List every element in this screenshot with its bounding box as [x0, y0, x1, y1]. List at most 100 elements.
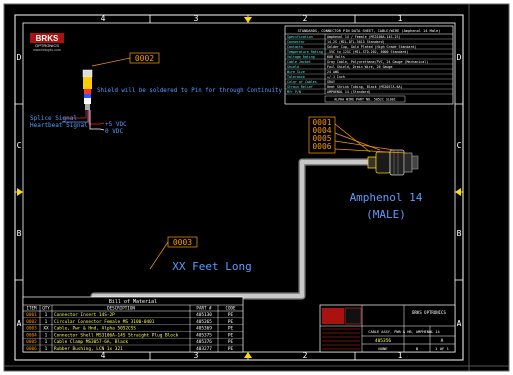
- spec-row-label: Wire Size: [287, 70, 305, 74]
- bom-description: Connector Shell MS3106A-14S Straight Plu…: [54, 332, 179, 338]
- spec-row-label: Mfr P/N: [287, 90, 301, 94]
- signal-wires: [62, 110, 105, 131]
- spec-row-value: -55C to 125C (MIL-STD-202, 6000 Standard…: [327, 50, 408, 54]
- zone-row-left-b: B: [17, 229, 22, 238]
- bom-header-part: PART #: [196, 306, 212, 311]
- logo-brand: BRKS: [36, 34, 59, 43]
- bom-title: Bill of Material: [109, 299, 157, 305]
- bom-item: 0002: [26, 319, 37, 325]
- spec-row-label: Strain Relief: [287, 85, 313, 89]
- spec-table-footnote: ALPHA WIRE PART NO. 5052C SL001: [334, 98, 396, 102]
- bom-qty: 1: [45, 339, 48, 345]
- sheet-border: [14, 14, 464, 361]
- spec-row-label: Color of Cables: [287, 80, 317, 84]
- bom-code: PE: [228, 332, 234, 338]
- title-block-rev: A: [441, 338, 444, 344]
- bom-header-qty: QTY: [42, 306, 50, 311]
- bom-header-item: ITEM: [26, 306, 37, 311]
- spec-row-label: Tolerance: [287, 75, 305, 79]
- company-logo: BRKS OPTRONICS www.brkopto.com: [30, 33, 64, 52]
- callout-0002-label: 0002: [135, 54, 154, 63]
- bom-code: PE: [228, 312, 234, 318]
- spec-row-label: Specification: [287, 35, 313, 39]
- zone-row-left-c: C: [17, 141, 22, 150]
- zone-row-left-a: A: [17, 319, 22, 328]
- bom-item: 0006: [26, 346, 37, 352]
- note-connector-gender: (MALE): [366, 208, 406, 221]
- callout-0001-label: 0001: [312, 118, 331, 127]
- spec-row-value: Gray Cable, Polyurethane/PVC, 24 Gauge (…: [327, 60, 428, 64]
- spec-row-value: GRAY: [327, 80, 335, 84]
- note-plus-vdc: +5 VDC: [105, 121, 127, 128]
- zone-row-right-b: B: [457, 229, 462, 238]
- title-block-sheet: 1 OF 1: [435, 346, 449, 351]
- spec-row-value: +/-1 Inch: [327, 75, 345, 79]
- zone-row-left-d: D: [17, 53, 22, 62]
- note-heartbeat-signal: Heartbeat Signal: [30, 122, 88, 129]
- bom-part: 403277: [196, 346, 212, 352]
- note-length: XX Feet Long: [172, 260, 251, 273]
- zone-col-bottom-3: 2: [303, 351, 308, 360]
- bom-part: 405375: [196, 332, 212, 338]
- zone-row-right-d: D: [457, 53, 462, 62]
- title-block-size: B: [416, 346, 419, 351]
- zone-labels: 4 3 2 1 4 3 2 1 D C B A D C B A: [17, 14, 462, 360]
- spec-row-label: Cable Jacket: [287, 60, 311, 64]
- bom-qty: 1: [45, 332, 48, 338]
- bom-description: Circular Connector Female MS 3100-0401: [54, 319, 155, 325]
- spec-table-title: STANDARDS, CONNECTOR PIN DATA SHEET, CAB…: [298, 29, 441, 33]
- zone-col-top-4: 1: [398, 14, 403, 23]
- bom-item: 0001: [26, 312, 37, 318]
- note-zero-vdc: 0 VDC: [105, 128, 123, 135]
- bom-qty: 1: [45, 346, 48, 352]
- bom-description: Connector Insert 14S-2P: [54, 312, 115, 318]
- spec-row-label: Connector: [287, 40, 305, 44]
- zone-col-bottom-4: 1: [398, 351, 403, 360]
- amphenol-connector: [367, 149, 419, 176]
- callout-0004-label: 0004: [312, 126, 331, 135]
- bom-qty: 1: [45, 319, 48, 325]
- bom-part: 405376: [196, 339, 212, 345]
- bom-code: PE: [228, 339, 234, 345]
- zone-col-top-1: 4: [101, 14, 106, 23]
- bom-description: Rubber Bushing, LCN 1x 321: [54, 346, 123, 352]
- callout-0003: 0003: [149, 236, 198, 270]
- bom-code: PE: [228, 319, 234, 325]
- logo-sub: OPTRONICS: [35, 43, 59, 48]
- spec-table: STANDARDS, CONNECTOR PIN DATA SHEET, CAB…: [284, 25, 454, 105]
- bom-qty: XX: [43, 326, 49, 332]
- spec-row-value: Heat Shrink Tubing, Black (MS3057A-6A): [327, 85, 402, 89]
- spec-row-label: Shield: [287, 65, 299, 69]
- title-block-scale: NONE: [378, 346, 388, 351]
- title-block-company: BRKS OPTRONICS: [412, 310, 446, 315]
- callout-0005-label: 0005: [312, 134, 331, 143]
- bom-part: 405365: [196, 319, 212, 325]
- callout-group-0001: 0001 0004 0005 0006: [308, 116, 407, 154]
- title-block: BRKS OPTRONICS CABLE ASSY, PWR & HB, AMP…: [319, 304, 456, 353]
- spec-row-value: 24 AWG: [327, 70, 339, 74]
- center-arrow-left-icon: [17, 188, 23, 196]
- note-shield: Shield will be soldered to Pin for throu…: [97, 88, 282, 94]
- bom-part: 405369: [196, 326, 212, 332]
- spec-row-label: Contacts: [287, 45, 303, 49]
- bom-header-code: CODE: [225, 306, 236, 311]
- center-arrow-right-icon: [455, 188, 461, 196]
- bom-item: 0005: [26, 339, 37, 345]
- bom-qty: 1: [45, 312, 48, 318]
- callout-0003-label: 0003: [173, 238, 192, 247]
- center-arrow-top-icon: [244, 17, 252, 23]
- spec-row-value: Solder Cup, Gold Plated (High Grade Stan…: [327, 45, 416, 49]
- zone-col-bottom-1: 4: [101, 351, 106, 360]
- callout-0002: 0002: [91, 52, 160, 67]
- spec-row-value: 14-2S (MIL-DTL-5015 Standard): [327, 40, 385, 44]
- drawing-notes: Shield will be soldered to Pin for throu…: [30, 88, 423, 273]
- spec-row-value: Amphenol 14 / Female (MS3106A-14S-2S): [327, 35, 400, 39]
- bom-header-description: DESCRIPTION: [107, 306, 135, 311]
- spec-row-value: Foil Shield, Drain Wire, 26 Gauge: [327, 65, 393, 69]
- title-block-fields: [322, 328, 360, 350]
